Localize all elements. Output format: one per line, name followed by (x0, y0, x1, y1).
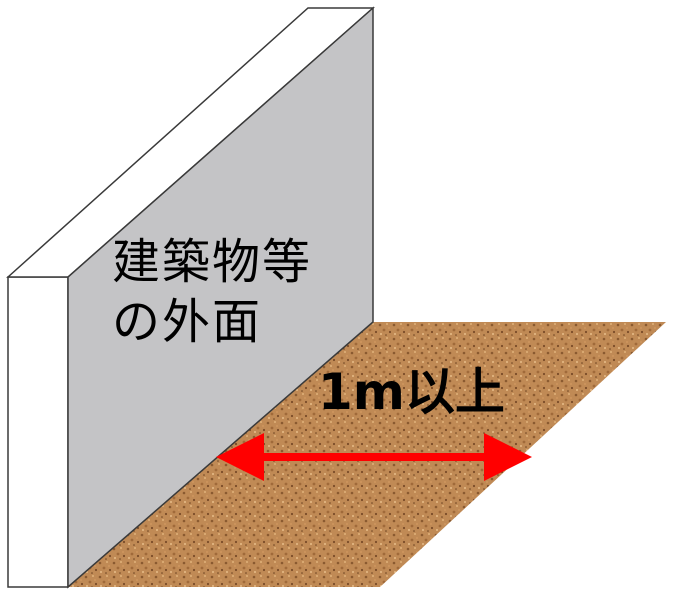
wall-face (67, 6, 374, 589)
wall-label-line-1: 建築物等 (112, 234, 313, 290)
distance-label: 1m以上 (318, 363, 505, 421)
wall-label-line-2: の外面 (112, 294, 263, 350)
wall-side-edge (7, 276, 69, 588)
wall-label: 建築物等 の外面 (112, 232, 312, 352)
